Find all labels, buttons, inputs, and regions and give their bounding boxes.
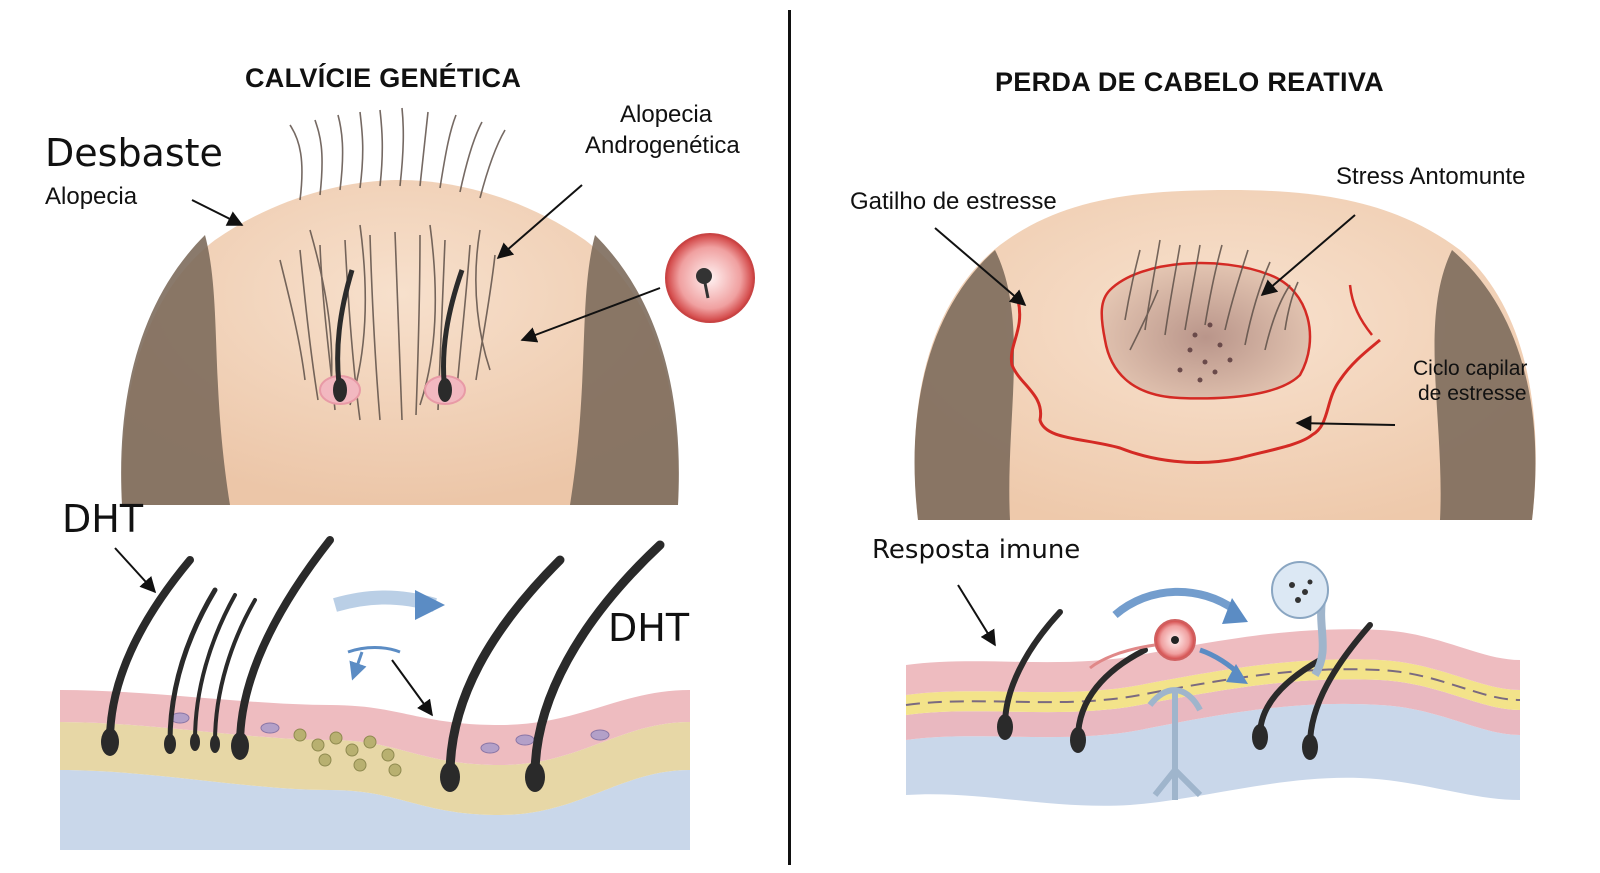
right-panel-title: PERDA DE CABELO REATIVA <box>995 67 1384 97</box>
left-skin-cross-section <box>60 536 690 850</box>
follicle-left <box>319 269 361 405</box>
right-head <box>914 190 1536 520</box>
label-alopecia-andro-line1: Alopecia <box>620 101 713 128</box>
label-resposta-imune: Resposta imune <box>872 535 1081 565</box>
label-ciclo-line1: Ciclo capilar <box>1413 357 1528 380</box>
follicle-right <box>424 269 466 405</box>
right-arrows <box>934 214 1396 647</box>
label-alopecia: Alopecia <box>45 183 138 210</box>
left-head <box>121 107 679 505</box>
label-desbaste: Desbaste <box>45 131 223 175</box>
dht-hairs <box>106 536 665 780</box>
label-alopecia-andro-line2: Androgenética <box>585 132 740 159</box>
thinning-hair-tuft <box>279 107 506 421</box>
left-panel-title: CALVÍCIE GENÉTICA <box>245 63 522 93</box>
label-ciclo-line2: de estresse <box>1418 382 1527 405</box>
right-skin-cross-section <box>905 561 1521 806</box>
label-dht-left: DHT <box>62 497 144 541</box>
stress-outline <box>1009 299 1381 465</box>
label-gatilho: Gatilho de estresse <box>850 188 1057 215</box>
label-dht-right: DHT <box>608 606 690 650</box>
cell-icon <box>665 233 755 323</box>
label-stress: Stress Antomunte <box>1336 163 1526 190</box>
left-arrows <box>114 184 661 717</box>
panel-divider <box>788 10 791 865</box>
